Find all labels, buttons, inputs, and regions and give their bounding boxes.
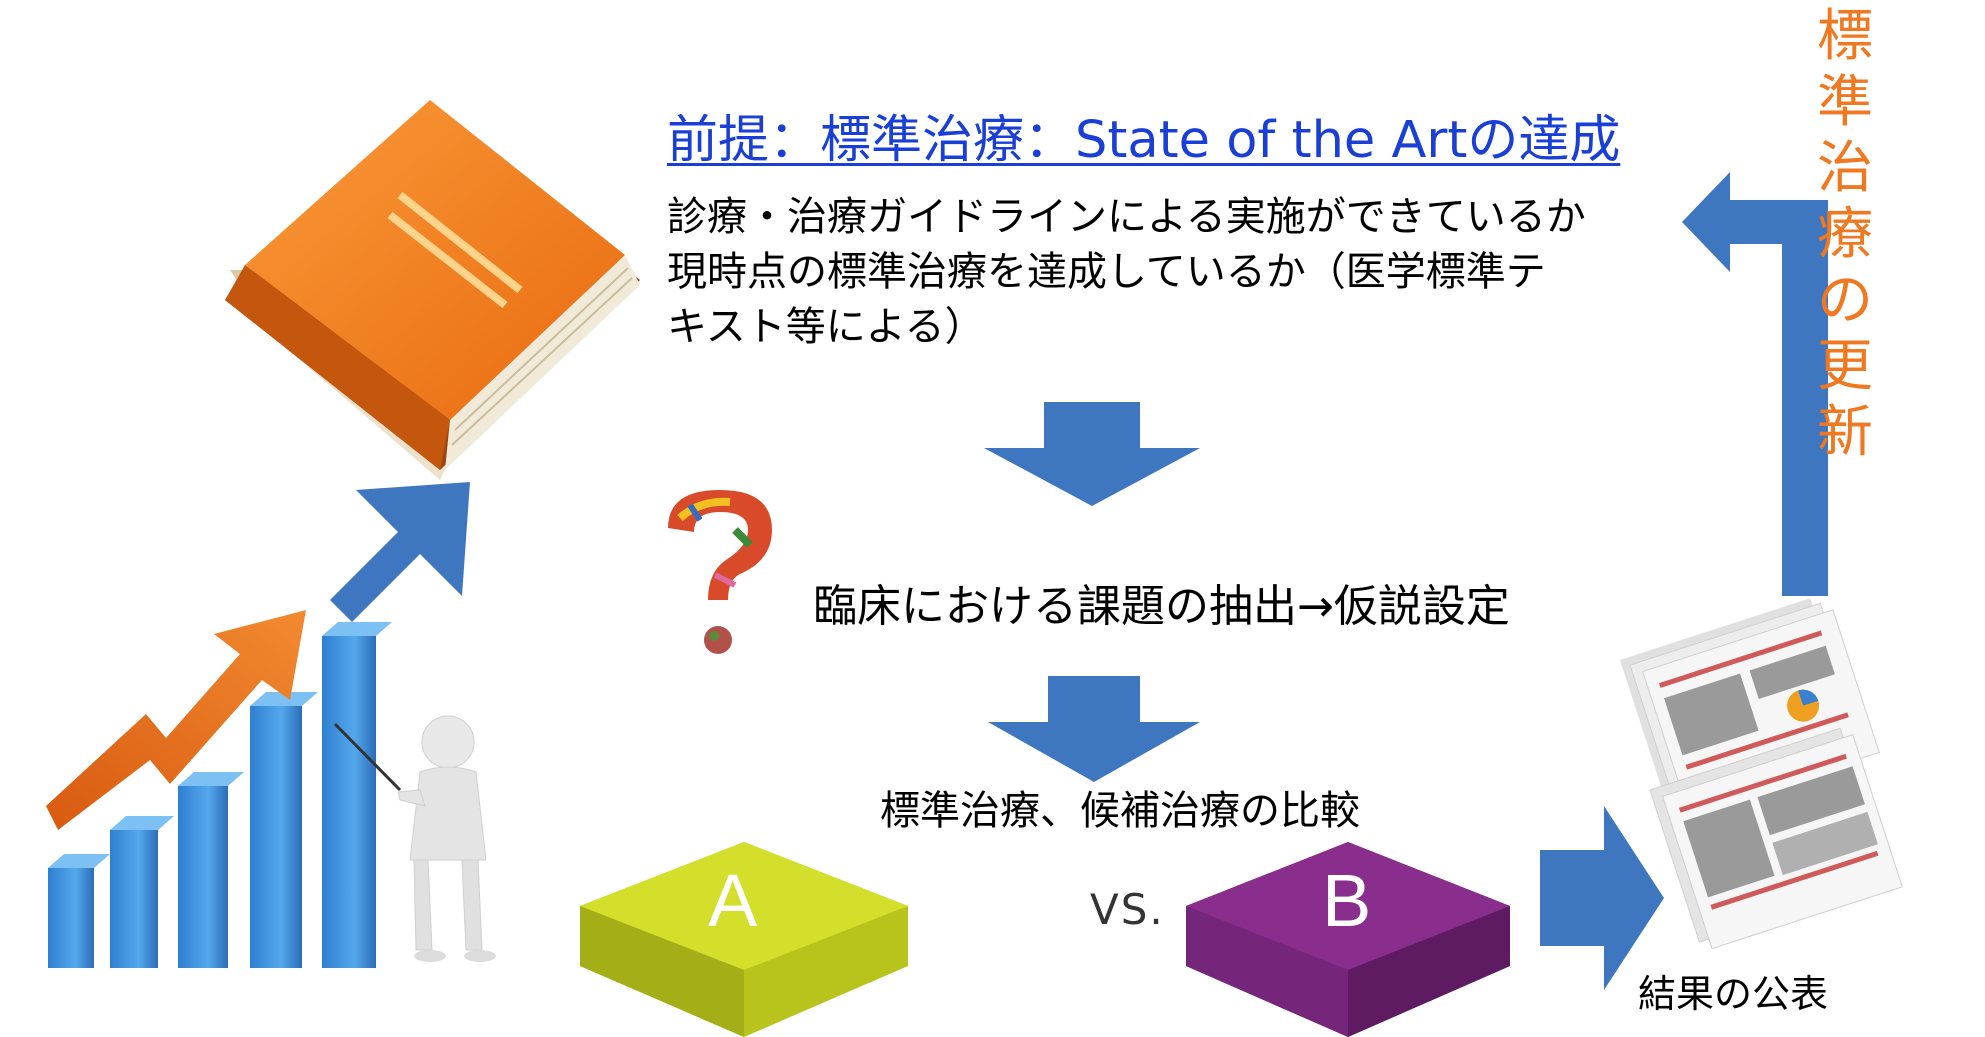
update-return-arrow-icon xyxy=(1682,172,1828,596)
option-a-label: A xyxy=(708,859,758,942)
book-icon xyxy=(225,100,640,480)
arrow-right-icon xyxy=(1540,806,1664,990)
growth-chart-icon xyxy=(46,610,392,968)
arrow-up-right-icon xyxy=(330,482,470,622)
question-mark-icon xyxy=(668,490,772,654)
versus-text: VS. xyxy=(1090,885,1165,934)
publish-results-text: 結果の公表 xyxy=(1638,972,1829,1016)
arrow-down-icon xyxy=(988,676,1200,782)
comparison-text: 標準治療、候補治療の比較 xyxy=(880,788,1360,834)
option-a-block xyxy=(580,842,908,1037)
description-line: 現時点の標準治療を達成しているか（医学標準テ xyxy=(667,249,1546,295)
description-line: キスト等による） xyxy=(667,304,985,350)
premise-description: 診療・治療ガイドラインによる実施ができているか 現時点の標準治療を達成しているか… xyxy=(667,190,1667,355)
option-b-block xyxy=(1186,842,1510,1037)
option-b-label: B xyxy=(1322,859,1372,942)
report-documents-icon xyxy=(1620,598,1903,950)
arrow-down-icon xyxy=(984,402,1200,506)
premise-title-link[interactable]: 前提：標準治療：State of the Artの達成 xyxy=(667,111,1621,170)
standard-treatment-update-text: 標準治療の更新 xyxy=(1817,4,1873,465)
description-line: 診療・治療ガイドラインによる実施ができているか xyxy=(667,194,1586,240)
issue-extraction-text: 臨床における課題の抽出→仮説設定 xyxy=(813,581,1510,632)
presenter-figure-icon xyxy=(333,715,496,962)
